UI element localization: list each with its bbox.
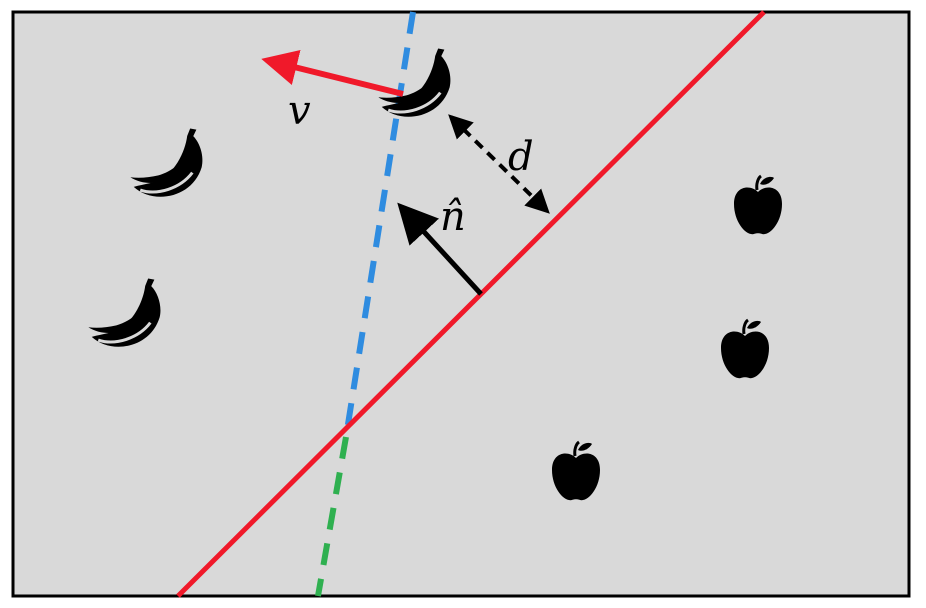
dashed-line-green [315, 436, 349, 597]
diagram-panel [11, 10, 911, 598]
distance-label: d [508, 134, 534, 180]
decision-boundary-line [176, 10, 766, 598]
normal-label: n̂ [440, 194, 466, 240]
normal-arrow [397, 202, 483, 296]
velocity-arrow [261, 50, 404, 97]
distance-arrow [448, 114, 550, 214]
velocity-label: v [288, 88, 311, 134]
